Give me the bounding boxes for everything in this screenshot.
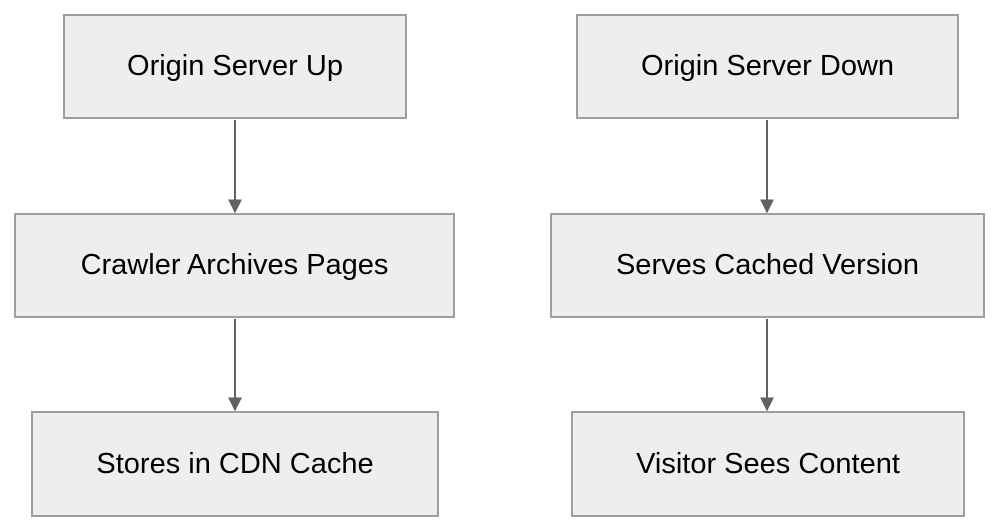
node-label: Origin Server Down [640,50,895,82]
node-origin-server-up: Origin Server Up [63,14,407,119]
node-crawler-archives-pages: Crawler Archives Pages [14,213,455,318]
node-stores-in-cdn-cache: Stores in CDN Cache [31,411,439,517]
node-label: Visitor Sees Content [636,447,900,480]
node-label: Stores in CDN Cache [96,447,374,480]
node-label: Origin Server Up [127,50,343,82]
node-visitor-sees-content: Visitor Sees Content [571,411,965,517]
node-label: Serves Cached Version [615,249,920,281]
node-label: Crawler Archives Pages [80,249,389,281]
node-origin-server-down: Origin Server Down [576,14,959,119]
node-serves-cached-version: Serves Cached Version [550,213,985,318]
